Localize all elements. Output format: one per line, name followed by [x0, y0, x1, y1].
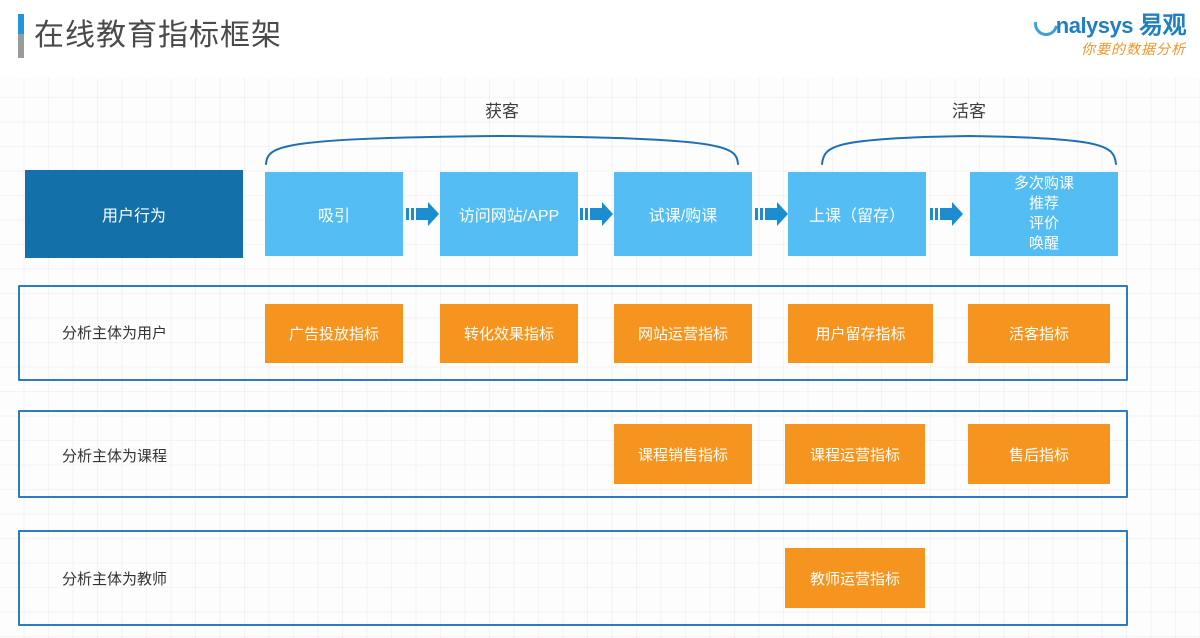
- flow-node-5-line-1: 多次购课: [1013, 175, 1074, 192]
- metric-box[interactable]: 课程销售指标: [614, 424, 752, 484]
- flow-node-4[interactable]: 上课（留存）: [788, 172, 926, 256]
- brace-group-1: 获客: [262, 100, 742, 170]
- flow-node-1[interactable]: 吸引: [265, 172, 403, 256]
- brace-group-2: 活客: [818, 100, 1120, 170]
- metric-row-2-label: 分析主体为课程: [62, 448, 168, 465]
- metric-box[interactable]: 课程运营指标: [785, 424, 925, 484]
- metric-box[interactable]: 广告投放指标: [265, 304, 403, 363]
- brace-label: 活客: [952, 102, 986, 121]
- flow-node-5-line-3: 评价: [1028, 215, 1059, 232]
- logo-main-text: nalysys: [1055, 13, 1134, 38]
- flow-arrow-4: [930, 200, 964, 233]
- flow-node-3[interactable]: 试课/购课: [614, 172, 752, 256]
- flow-header-node[interactable]: 用户行为: [25, 170, 243, 258]
- metric-box[interactable]: 转化效果指标: [440, 304, 578, 363]
- flow-node-5-line-4: 唤醒: [1028, 235, 1059, 252]
- logo-tagline: 你要的数据分析: [1081, 41, 1186, 57]
- metric-row-1-label: 分析主体为用户: [62, 325, 168, 342]
- flow-node-5[interactable]: 多次购课推荐评价唤醒: [970, 172, 1118, 256]
- metric-box[interactable]: 用户留存指标: [788, 304, 933, 363]
- flow-arrow-3: [755, 200, 789, 233]
- flow-node-5-line-2: 推荐: [1028, 195, 1059, 212]
- logo-cn-text: 易观: [1139, 12, 1187, 39]
- metric-row-3-label: 分析主体为教师: [62, 571, 168, 588]
- metric-row-3: [18, 530, 1128, 626]
- metric-box[interactable]: 教师运营指标: [785, 548, 925, 608]
- title-accent-bar: [18, 14, 24, 58]
- flow-arrow-2: [580, 200, 614, 233]
- metric-row-1: [18, 285, 1128, 381]
- flow-node-2[interactable]: 访问网站/APP: [440, 172, 578, 256]
- page-title: 在线教育指标框架: [34, 19, 282, 52]
- metric-box[interactable]: 售后指标: [968, 424, 1110, 484]
- flow-arrow-1: [406, 200, 440, 233]
- metric-row-2: [18, 410, 1128, 498]
- metric-box[interactable]: 活客指标: [968, 304, 1110, 363]
- brace-label: 获客: [485, 102, 519, 121]
- brace-curve-icon: [821, 134, 1117, 165]
- brace-curve-icon: [265, 134, 739, 165]
- metric-box[interactable]: 网站运营指标: [614, 304, 752, 363]
